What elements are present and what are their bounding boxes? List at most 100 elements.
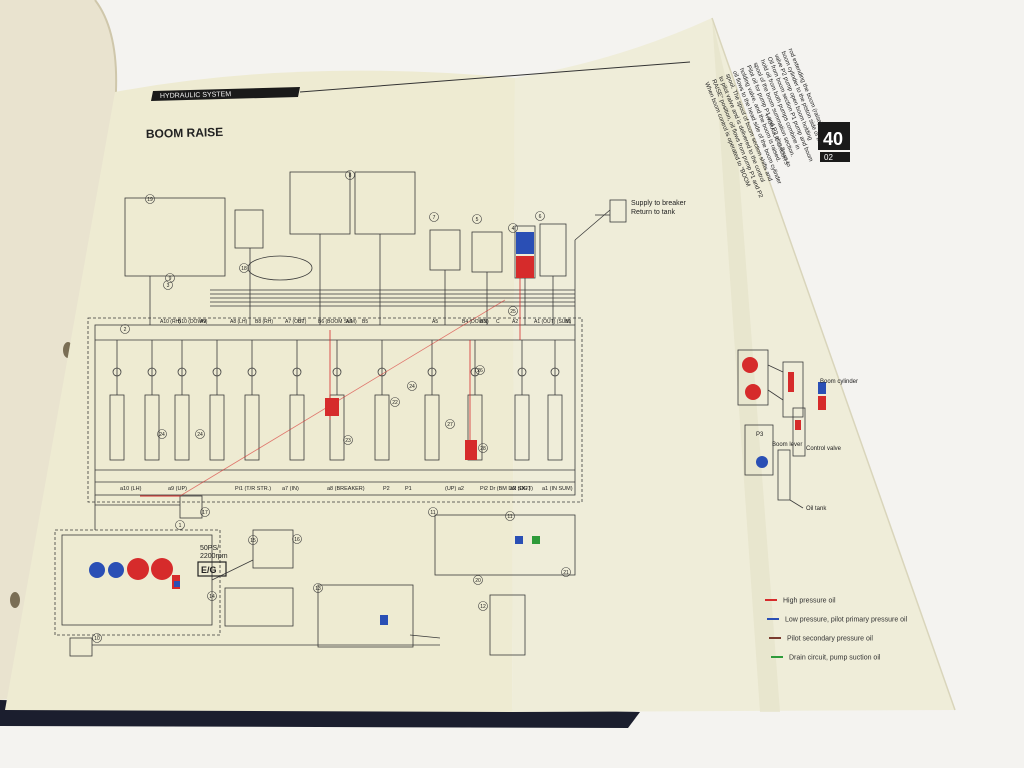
item-number: 16 [294,537,300,543]
top-port-label: A10 (RH) [160,319,181,325]
item-number-circle [92,633,102,643]
item-number: 13 [315,586,321,592]
item-number: 4 [512,226,515,232]
side-pilot-pump [756,456,768,468]
binder-ring [10,592,20,608]
item-number-circle [163,280,173,290]
side-cylinder-head [818,396,826,410]
boom-lever-label: Boom lever [772,442,802,448]
port-label: P1 [405,486,412,492]
main-pump-p1 [127,558,149,580]
left-page [5,70,515,712]
item-number: 14 [209,594,215,600]
item-number: 11 [507,514,512,520]
item-number-circle [407,381,417,391]
item-number: 5 [476,217,479,223]
top-port-label: A2 [512,319,518,325]
item-number: 2 [124,327,127,333]
item-number: 21 [563,570,569,576]
item-number: 3 [167,283,170,289]
item-number-circle [120,324,130,334]
item-number: 22 [392,400,398,406]
item-number: 9 [169,276,172,282]
item-number-circle [473,575,483,585]
page-title: BOOM RAISE [146,125,224,141]
item-number: 24 [197,432,203,438]
page-number-box [818,122,850,150]
engine-spec-1: 50PS/ [200,545,219,552]
item-number-circle [478,601,488,611]
item-number: 1 [179,523,182,529]
item-number-circle [248,535,258,545]
highlighted-components [89,232,540,625]
item-number-circle [343,435,353,445]
boom-cylinder-rod [516,232,534,254]
oil-tank-label: Oil tank [806,506,827,512]
item-number-circle [292,534,302,544]
top-port-label: A9 [200,319,206,325]
pilot-pump [89,562,105,578]
control-valve-label: Control valve [806,446,842,452]
item-number: 8 [349,173,352,179]
item-number: 26 [477,368,483,374]
engine-spec-2: 2200rpm [200,553,228,560]
boom-spool-highlight [325,398,339,416]
port-label: Pi1 (T/R STR.) [235,486,271,492]
item-number: 12 [480,604,486,610]
legend-label: Drain circuit, pump suction oil [789,655,881,662]
top-port-label: C [496,319,500,325]
main-pump-p2 [151,558,173,580]
side-pump-1 [742,357,758,373]
boom-sum-spool-highlight [465,440,477,460]
item-number-circle [508,306,518,316]
item-number-circle [157,429,167,439]
item-number: 28 [480,446,486,452]
port-label: a1 (IN SUM) [542,486,573,492]
item-number: 17 [202,510,208,516]
top-port-label: B4 (DOWN) [462,319,489,325]
top-port-label: B10 (DOWN) [178,319,208,325]
top-port-label: B7 [298,319,304,325]
item-number: 20 [475,578,481,584]
item-number: 27 [447,422,453,428]
boom-cylinder-head [516,256,534,278]
item-number: 19 [147,197,153,203]
top-port-label: B8 (RH) [255,319,273,325]
item-number-circle [165,273,175,283]
item-number-circle [207,591,217,601]
legend-label: High pressure oil [783,598,836,605]
port-label: (UP) a2 [445,486,464,492]
right-page [512,18,955,712]
item-number-circle [145,194,155,204]
side-diagram [737,349,806,509]
item-number: 10 [94,636,100,642]
item-number-circle [535,211,545,221]
item-number-circle [175,520,185,530]
port-label: P2 [383,486,390,492]
port-label: a10 (LH) [120,486,142,492]
return-to-tank-label: Return to tank [631,209,675,216]
item-number-circle [345,170,355,180]
item-number: 24 [409,384,415,390]
pilot-pump [108,562,124,578]
item-number-circle [505,511,515,521]
item-number-circle [428,507,438,517]
port-labels: a10 (LH)a9 (UP)Pi1 (T/R STR.)a7 (IN)a8 (… [120,486,573,492]
port-label: a2 (OUT) [510,486,533,492]
item-number-circle [429,212,439,222]
item-number: 24 [159,432,165,438]
port-label: Pi2 Dr (BM DN SIG.) [480,486,531,492]
item-number-circle [200,507,210,517]
item-number: 18 [241,266,247,272]
item-number-circle [445,419,455,429]
engine-label: E/G [201,565,217,575]
page-sub-number: 02 [824,153,833,162]
item-number: 25 [510,309,516,315]
top-port-label: B6 (BOOM SUM) [318,319,357,325]
port-label: a8 (BREAKER) [327,486,365,492]
port-label: a9 (UP) [168,486,187,492]
hydraulic-schematic [54,171,627,657]
